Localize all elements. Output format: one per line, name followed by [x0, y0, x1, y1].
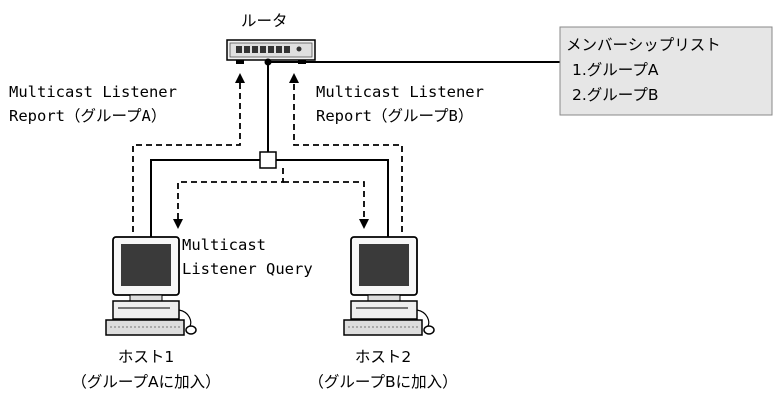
membership-item-1: 1.グループA — [572, 61, 659, 79]
host2-computer-icon — [343, 236, 435, 336]
membership-item-2: 2.グループB — [572, 86, 659, 104]
report-b-arrow — [289, 73, 403, 232]
query-arrow-host2 — [283, 181, 369, 229]
host2-caption: （グループBに加入） — [308, 373, 457, 391]
hub-icon — [259, 151, 277, 169]
query-arrow-host1 — [173, 168, 284, 229]
query-line2: Listener Query — [182, 260, 313, 278]
report-a-line1: Multicast Listener — [9, 83, 177, 101]
host1-computer-icon — [105, 236, 197, 336]
membership-list-box — [559, 26, 773, 116]
report-a-arrow — [132, 73, 245, 232]
membership-list-title: メンバーシップリスト — [566, 36, 721, 54]
query-line1: Multicast — [182, 236, 266, 254]
host2-cable — [276, 159, 389, 240]
report-b-line1: Multicast Listener — [316, 83, 484, 101]
host1-cable — [150, 159, 260, 240]
host1-caption: （グループAに加入） — [71, 373, 220, 391]
host2-name: ホスト2 — [355, 348, 411, 366]
router-icon — [226, 39, 316, 64]
router-label: ルータ — [241, 12, 288, 30]
host1-name: ホスト1 — [118, 348, 174, 366]
report-a-line2: Report（グループA） — [9, 107, 166, 125]
report-b-line2: Report（グループB） — [316, 107, 473, 125]
